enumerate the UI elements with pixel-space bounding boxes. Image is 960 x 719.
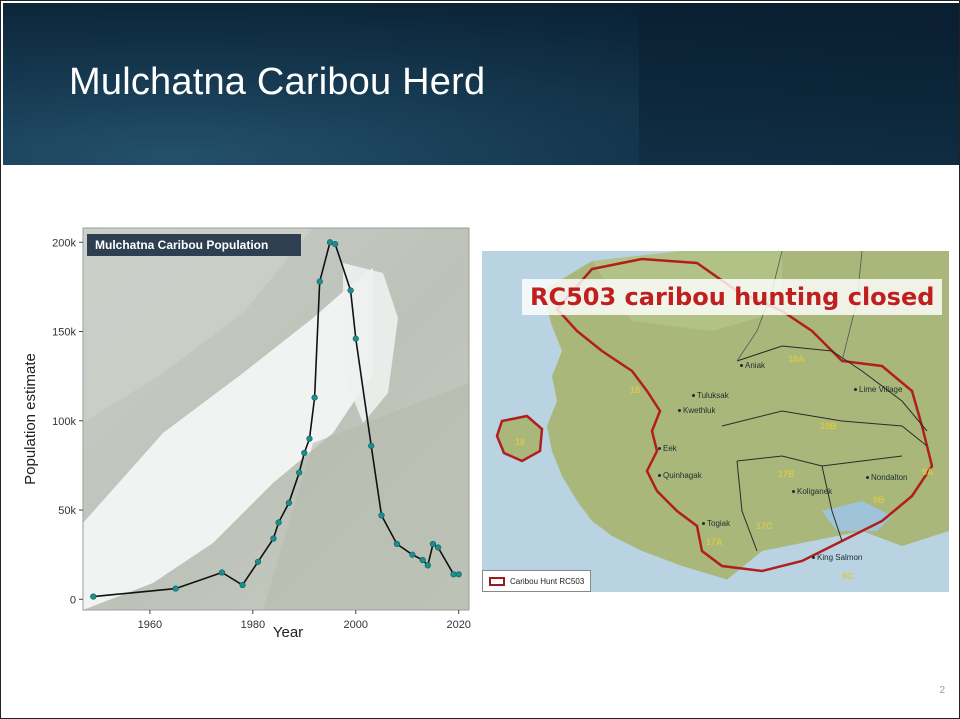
place-eek: Eek [658,444,677,453]
place-kwethluk: Kwethluk [678,406,715,415]
map-banner: RC503 caribou hunting closed [522,279,943,315]
x-axis: 1960 1980 2000 2020 [138,610,471,631]
unit-17a: 17A [706,537,723,547]
data-point [172,585,179,592]
x-tick-label: 1980 [241,619,265,631]
unit-18-island: 18 [515,437,526,447]
data-point [419,556,426,564]
data-point [435,544,442,551]
data-point [218,569,226,576]
data-point [326,239,334,246]
x-tick-label: 2000 [344,619,368,631]
map-island [495,414,544,463]
legend-label: Caribou Hunt RC503 [510,576,585,586]
population-chart-svg: 0 50k 100k 150k 200k 1960 1980 2000 2020 Mulcha… [22,227,471,641]
place-togiak: Togiak [702,519,730,528]
data-point [311,394,318,401]
y-tick-label: 150k [52,327,76,339]
unit-9a: 9A [922,467,934,477]
data-point [275,519,282,526]
page-number: 2 [939,685,945,696]
title-banner: Mulchatna Caribou Herd [3,3,959,165]
legend-swatch [489,576,505,586]
place-quinhagak: Quinhagak [658,471,702,480]
place-koliganek: Koliganek [792,487,832,496]
unit-18-mainland: 18 [630,385,641,395]
population-chart: 0 50k 100k 150k 200k 1960 1980 2000 2020 Mulcha… [13,223,475,643]
unit-19b: 19B [820,421,837,431]
place-king-salmon: King Salmon [812,553,862,562]
plot-frame [82,227,470,611]
data-point [316,278,323,285]
y-tick-label: 50k [58,505,76,517]
x-tick-label: 1960 [138,619,162,631]
x-tick-label: 2020 [446,619,470,631]
map-legend: Caribou Hunt RC503 [482,570,592,592]
data-point [254,558,262,565]
data-point [347,287,354,294]
unit-17c: 17C [756,521,773,531]
data-point [239,581,246,589]
y-axis: 0 50k 100k 150k 200k [52,237,83,606]
data-point [429,540,437,548]
place-lime-village: Lime Village [854,385,902,394]
unit-9b: 9B [873,495,885,505]
data-point [455,571,462,578]
data-point [368,442,375,449]
data-point [424,562,431,569]
y-axis-label: Population estimate [22,353,39,485]
data-point [450,571,457,578]
data-point [393,540,401,548]
data-point [285,499,292,506]
chart-background-photo [83,228,469,610]
data-point [332,240,339,248]
data-point [352,335,359,342]
place-nondalton: Nondalton [866,473,907,482]
data-point [306,435,313,442]
series-group [90,239,462,600]
y-tick-label: 100k [52,416,76,428]
place-tuluksak: Tuluksak [692,391,729,400]
place-aniak: Aniak [740,361,765,370]
data-point [301,449,308,457]
chart-title: Mulchatna Caribou Population [95,238,268,252]
data-point [378,512,385,519]
unit-9c: 9C [842,571,854,581]
chart-title-box: Mulchatna Caribou Population [87,234,301,256]
slide-title: Mulchatna Caribou Herd [69,61,486,103]
y-tick-label: 0 [70,594,76,606]
header-dark-panel [639,3,959,165]
y-tick-label: 200k [52,237,76,249]
unit-17b: 17B [778,469,795,479]
data-point [409,551,416,558]
data-point [270,535,277,542]
rc503-map: RC503 caribou hunting closed Aniak Lime … [482,251,949,592]
x-axis-label: Year [273,624,303,641]
data-point [296,469,303,476]
data-point [90,593,97,600]
unit-19a: 19A [788,354,805,364]
